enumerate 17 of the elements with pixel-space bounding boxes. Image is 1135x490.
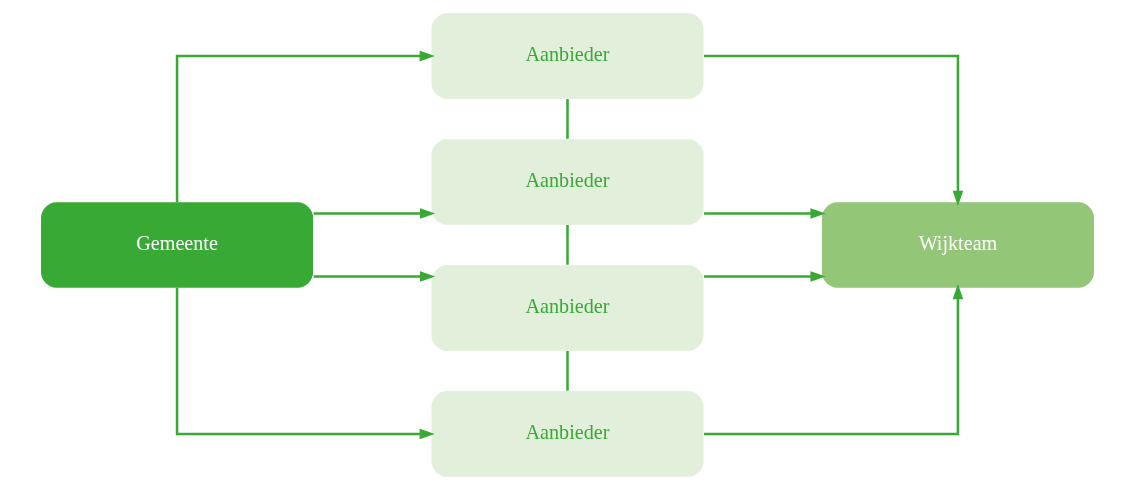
arrow [175, 287, 435, 440]
node-box: Aanbieder [431, 391, 704, 477]
arrow [704, 284, 964, 436]
arrow [704, 271, 826, 282]
node-box: Aanbieder [431, 265, 704, 351]
arrow [704, 54, 964, 206]
node-box: Wijkteam [821, 202, 1094, 288]
arrow [313, 271, 436, 282]
arrow [175, 50, 435, 203]
connector [566, 225, 569, 265]
arrow [313, 208, 436, 219]
node-box: Aanbieder [431, 139, 704, 225]
node-box: Gemeente [41, 202, 314, 288]
arrow [704, 208, 826, 219]
connector [566, 99, 569, 139]
node-box: Aanbieder [431, 13, 704, 99]
connector [566, 350, 569, 391]
